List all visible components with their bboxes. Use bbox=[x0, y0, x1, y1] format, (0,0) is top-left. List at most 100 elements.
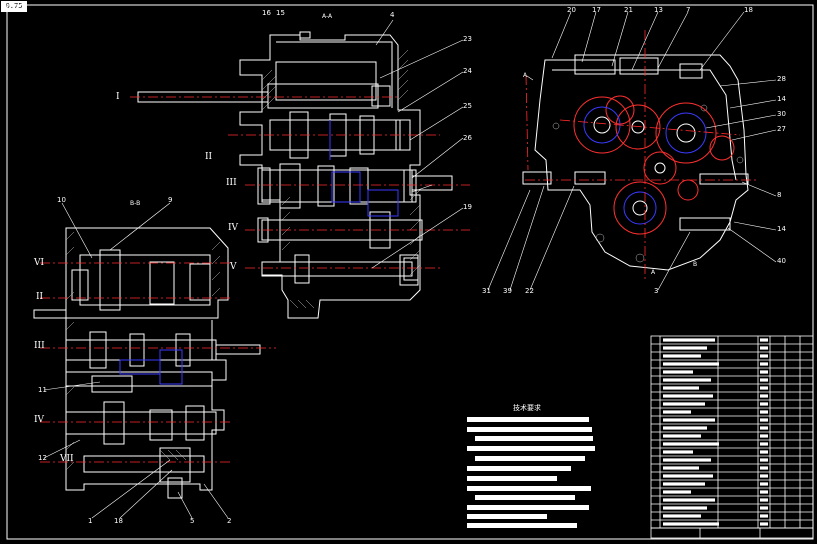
table-row-qty bbox=[760, 410, 768, 414]
table-row-text bbox=[663, 418, 715, 422]
balloon-right-17: 17 bbox=[592, 6, 601, 14]
top-section-view bbox=[130, 19, 470, 319]
corner-tag: 0.75 bbox=[1, 1, 27, 12]
table-row-qty bbox=[760, 490, 768, 494]
balloon-right-39: 39 bbox=[503, 287, 512, 295]
right-layout-view bbox=[487, 11, 777, 291]
balloon-right-3: 3 bbox=[654, 287, 659, 295]
table-row-qty bbox=[760, 522, 768, 526]
table-row-text bbox=[663, 386, 699, 390]
balloon-right-22: 22 bbox=[525, 287, 534, 295]
table-row-text bbox=[663, 410, 691, 414]
shaft-label-top-2: II bbox=[205, 152, 213, 162]
balloon-left-12: 12 bbox=[38, 454, 47, 462]
shaft-label-top-4: IV bbox=[228, 223, 239, 233]
balloon-left-9: 9 bbox=[168, 196, 173, 204]
balloon-left-18: 18 bbox=[114, 517, 123, 525]
table-row-qty bbox=[760, 354, 768, 358]
table-row-text bbox=[663, 354, 701, 358]
section-title-bb: B-B bbox=[130, 200, 141, 207]
shaft-label-top-3: III bbox=[226, 178, 237, 188]
balloon-left-5: 5 bbox=[190, 517, 195, 525]
balloon-right-20: 20 bbox=[567, 6, 576, 14]
balloon-top-19: 19 bbox=[463, 203, 472, 211]
table-row-qty bbox=[760, 418, 768, 422]
balloon-left-11: 11 bbox=[38, 386, 47, 394]
balloon-right-28: 28 bbox=[777, 75, 786, 83]
shaft-label-top-1: I bbox=[116, 92, 120, 102]
balloon-right-27: 27 bbox=[777, 125, 786, 133]
balloon-right-18: 18 bbox=[744, 6, 753, 14]
balloon-left-1: 1 bbox=[88, 517, 93, 525]
table-row-text bbox=[663, 442, 719, 446]
table-row-text bbox=[663, 450, 693, 454]
shaft-label-left-2: II bbox=[36, 292, 44, 302]
parts-list-table bbox=[650, 335, 814, 539]
balloon-right-14b: 14 bbox=[777, 225, 786, 233]
table-row-text bbox=[663, 378, 711, 382]
table-row-qty bbox=[760, 378, 768, 382]
balloon-right-7: 7 bbox=[686, 6, 691, 14]
balloon-top-25: 25 bbox=[463, 102, 472, 110]
balloon-top-23: 23 bbox=[463, 35, 472, 43]
table-row-text bbox=[663, 482, 705, 486]
tech-notes-heading: 技术要求 bbox=[513, 404, 541, 412]
table-row-text bbox=[663, 490, 691, 494]
table-row-qty bbox=[760, 362, 768, 366]
balloon-right-8: 8 bbox=[777, 191, 782, 199]
table-row-text bbox=[663, 394, 713, 398]
table-row-qty bbox=[760, 338, 768, 342]
table-row-text bbox=[663, 466, 699, 470]
table-row-text bbox=[663, 362, 719, 366]
section-mark-a-top: A bbox=[523, 72, 528, 79]
balloon-left-2: 2 bbox=[227, 517, 232, 525]
table-row-text bbox=[663, 506, 707, 510]
balloon-right-21: 21 bbox=[624, 6, 633, 14]
section-title-aa: A-A bbox=[322, 13, 333, 20]
table-row-qty bbox=[760, 482, 768, 486]
table-row-text bbox=[663, 402, 705, 406]
shaft-label-left-4: IV bbox=[34, 415, 45, 425]
section-mark-a-bottom: A bbox=[651, 269, 656, 276]
balloon-right-40: 40 bbox=[777, 257, 786, 265]
table-row-text bbox=[663, 514, 701, 518]
shaft-label-left-3: III bbox=[34, 341, 45, 351]
table-row-qty bbox=[760, 370, 768, 374]
table-row-text bbox=[663, 426, 707, 430]
table-row-qty bbox=[760, 498, 768, 502]
table-row-qty bbox=[760, 474, 768, 478]
balloon-top-4: 4 bbox=[390, 11, 395, 19]
balloon-top-16: 16 bbox=[262, 9, 271, 17]
table-row-text bbox=[663, 370, 693, 374]
balloon-top-15: 15 bbox=[276, 9, 285, 17]
balloon-right-31: 31 bbox=[482, 287, 491, 295]
table-row-text bbox=[663, 346, 707, 350]
balloon-top-26: 26 bbox=[463, 134, 472, 142]
table-row-text bbox=[663, 434, 701, 438]
table-row-qty bbox=[760, 458, 768, 462]
table-row-text bbox=[663, 498, 715, 502]
section-mark-b: B bbox=[693, 261, 698, 268]
balloon-top-24: 24 bbox=[463, 67, 472, 75]
table-row-qty bbox=[760, 466, 768, 470]
table-row-qty bbox=[760, 506, 768, 510]
table-row-qty bbox=[760, 442, 768, 446]
drawing-border bbox=[6, 4, 814, 540]
tech-notes-block bbox=[467, 417, 595, 528]
table-row-qty bbox=[760, 386, 768, 390]
balloon-right-30: 30 bbox=[777, 110, 786, 118]
table-row-qty bbox=[760, 426, 768, 430]
table-row-text bbox=[663, 474, 713, 478]
shaft-label-left-7: VII bbox=[60, 454, 74, 464]
table-row-qty bbox=[760, 394, 768, 398]
table-row-qty bbox=[760, 346, 768, 350]
table-row-text bbox=[663, 458, 711, 462]
left-section-view bbox=[33, 202, 276, 519]
table-row-qty bbox=[760, 402, 768, 406]
table-row-qty bbox=[760, 450, 768, 454]
shaft-label-left-6: VI bbox=[34, 258, 45, 268]
table-row-text bbox=[663, 522, 719, 526]
balloon-right-13: 13 bbox=[654, 6, 663, 14]
